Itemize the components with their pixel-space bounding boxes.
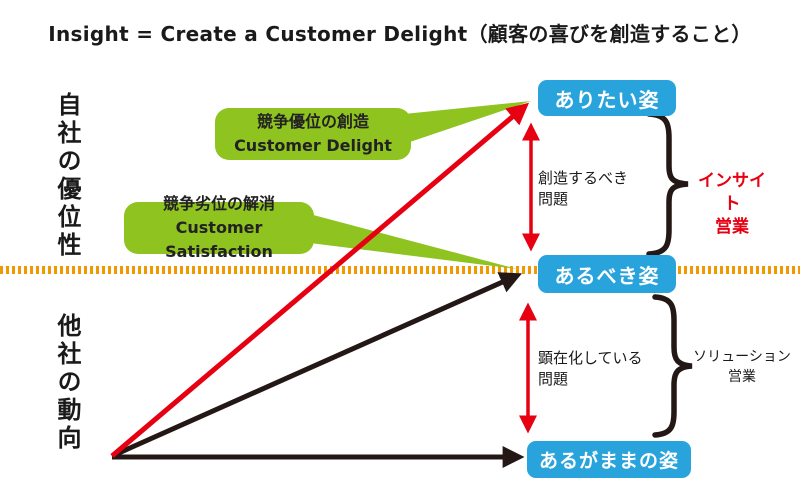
callout-tail-satisfaction (302, 212, 517, 269)
callout-tail-delight (404, 101, 531, 144)
insight-brace (646, 111, 689, 257)
callout-delight-en-label: Customer Delight (234, 136, 392, 155)
axis-label-own-advantage: 自社の優位性 (53, 92, 81, 260)
insight-growth-arrow (110, 102, 530, 458)
gap-label-visible-problems: 顕在化している 問題 (538, 349, 643, 388)
solution-brace (652, 294, 693, 438)
approach-label-insight-sales: インサイト 営業 (698, 171, 766, 237)
gap-label-problems-to-create: 創造するべき 問題 (538, 169, 629, 208)
state-box-ideal: ありたい姿 (538, 80, 676, 116)
state-box-as-is: あるがままの姿 (527, 441, 691, 478)
competitive-boundary-dotted-line (0, 266, 800, 274)
callout-satisfaction-jp-label: 競争劣位の解消 (162, 194, 275, 213)
callout-customer-delight: 競争優位の創造 Customer Delight (215, 108, 411, 160)
callout-satisfaction-en-label: Customer Satisfaction (165, 218, 273, 261)
callout-customer-satisfaction: 競争劣位の解消 Customer Satisfaction (124, 194, 314, 261)
solution-growth-arrow (110, 272, 523, 459)
page-title: Insight = Create a Customer Delight（顧客の喜… (48, 22, 752, 46)
state-box-should-be: あるべき姿 (538, 255, 676, 293)
approach-label-solution-sales: ソリューション 営業 (693, 349, 791, 385)
axis-label-competitor-trend: 他社の動向 (53, 313, 81, 453)
callout-delight-jp-label: 競争優位の創造 (256, 112, 369, 131)
